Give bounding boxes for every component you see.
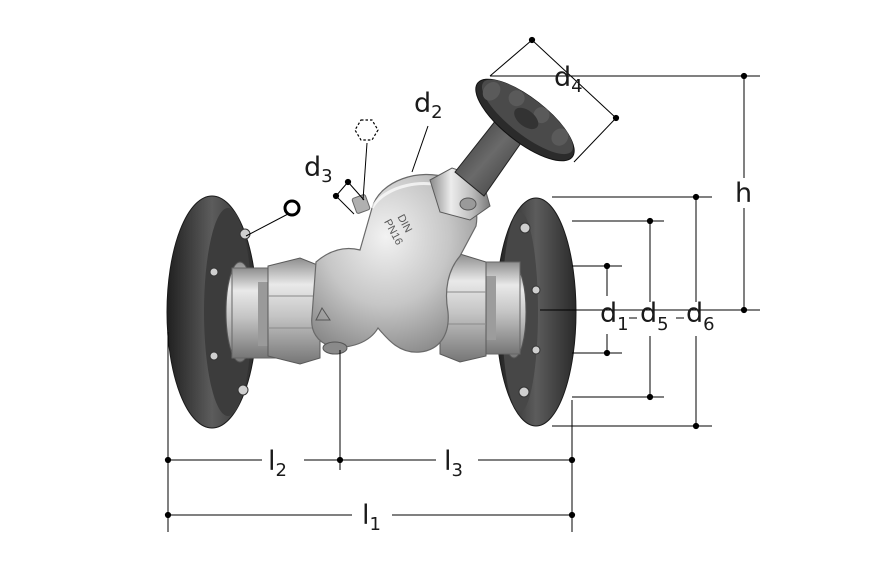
dimension-lines	[164, 36, 760, 532]
label-d6: d6	[686, 298, 715, 335]
dimension-labels: d4 d2 d3 h d1 d5 d6 l2 l3 l1	[268, 62, 752, 535]
label-l3: l3	[444, 446, 463, 481]
label-d4: d4	[554, 62, 583, 97]
label-d1: d1	[600, 298, 629, 335]
ring-icon	[245, 199, 301, 237]
label-l2: l2	[268, 446, 287, 481]
label-d2: d2	[414, 88, 443, 123]
label-d5: d5	[640, 298, 669, 335]
label-d3: d3	[304, 152, 333, 187]
valve-illustration: DIN PN16	[166, 78, 577, 429]
label-l1: l1	[362, 500, 381, 535]
label-h: h	[735, 178, 752, 209]
handwheel	[475, 78, 575, 162]
hexagon-icon	[354, 119, 379, 201]
valve-body: DIN PN16	[311, 174, 478, 355]
